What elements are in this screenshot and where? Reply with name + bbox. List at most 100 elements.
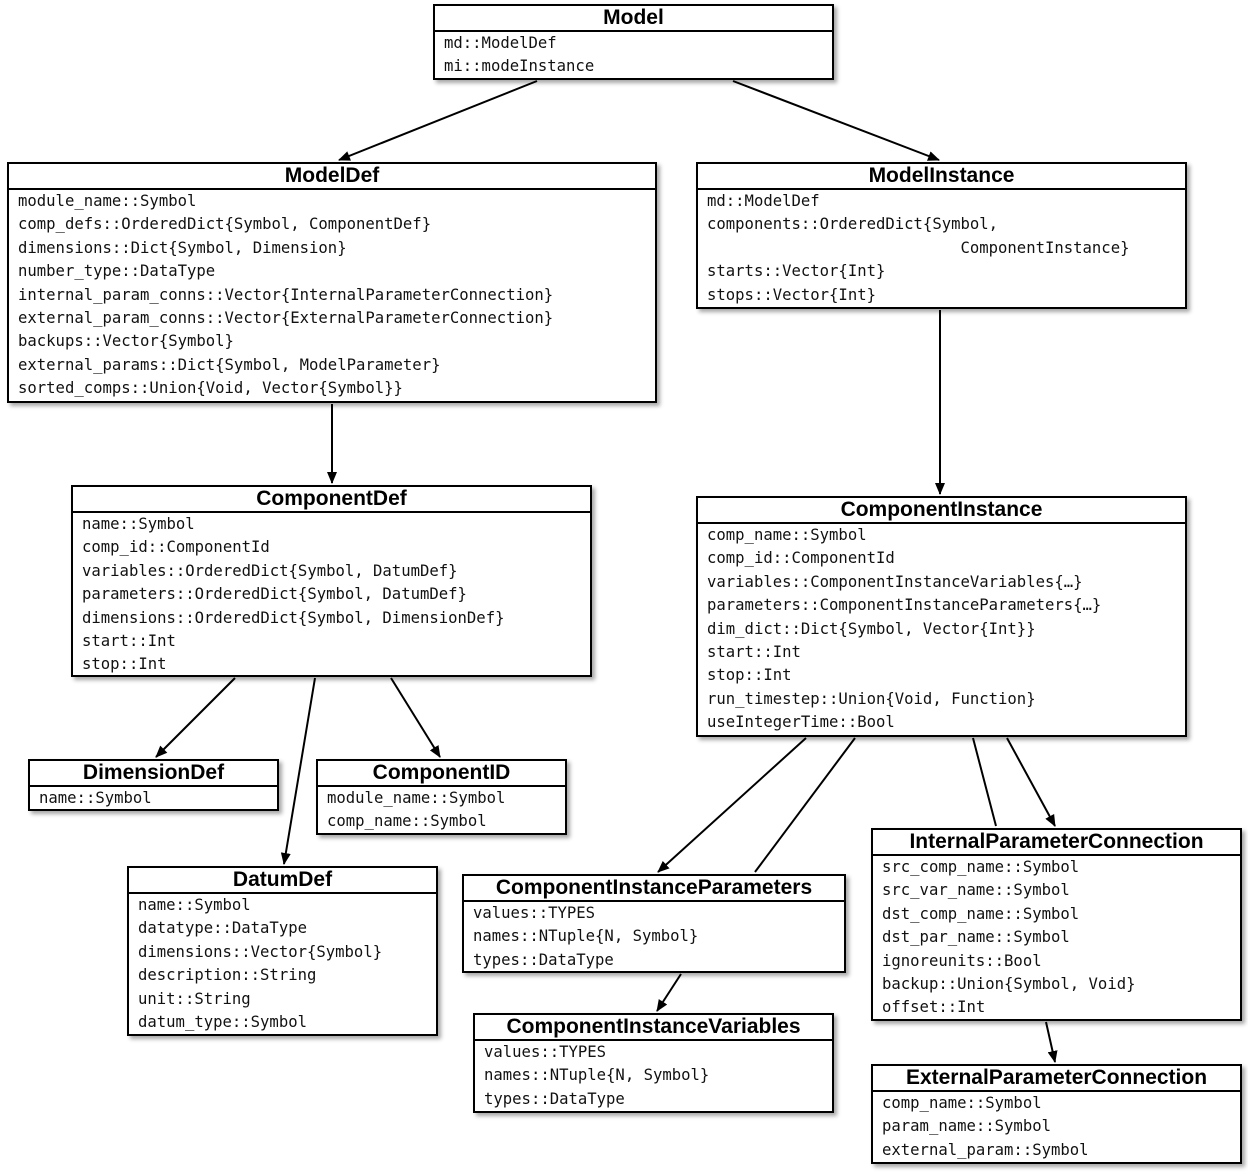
field-row: name::Symbol: [138, 896, 251, 914]
field-row: unit::String: [138, 989, 251, 1008]
field-row: parameters::ComponentInstanceParameters{…: [707, 596, 1102, 615]
edge-componentdef-to-dimensiondef: [155, 677, 236, 758]
edge-model-to-modeldef: [338, 80, 538, 161]
internalparamconn-title: InternalParameterConnection: [873, 830, 1240, 856]
field-row: starts::Vector{Int}: [707, 262, 886, 281]
field-row: comp_name::Symbol: [327, 812, 487, 831]
field-row: ComponentInstance}: [707, 238, 1130, 257]
edge-model-to-modelinstance: [732, 80, 940, 161]
dimensiondef-fields: name::Symbol: [30, 787, 277, 810]
field-row: name::Symbol: [82, 515, 195, 533]
field-row: md::ModelDef: [444, 34, 557, 52]
field-row: stop::Int: [82, 655, 167, 674]
compinstparams-title: ComponentInstanceParameters: [464, 876, 844, 902]
field-row: names::NTuple{N, Symbol}: [484, 1066, 710, 1085]
field-row: variables::OrderedDict{Symbol, DatumDef}: [82, 561, 458, 580]
field-row: md::ModelDef: [707, 192, 820, 210]
field-row: name::Symbol: [39, 789, 152, 807]
field-row: internal_param_conns::Vector{InternalPar…: [18, 285, 554, 304]
field-row: sorted_comps::Union{Void, Vector{Symbol}…: [18, 379, 403, 398]
field-row: dimensions::Dict{Symbol, Dimension}: [18, 238, 347, 257]
field-row: ignoreunits::Bool: [882, 951, 1042, 970]
externalparamconn-title: ExternalParameterConnection: [873, 1066, 1240, 1092]
field-row: datatype::DataType: [138, 919, 307, 938]
edge-componentdef-to-datumdef: [280, 677, 316, 865]
field-row: external_params::Dict{Symbol, ModelParam…: [18, 355, 441, 374]
field-row: number_type::DataType: [18, 262, 216, 281]
field-row: backups::Vector{Symbol}: [18, 332, 234, 351]
field-row: backup::Union{Symbol, Void}: [882, 974, 1136, 993]
model-title: Model: [435, 6, 832, 32]
field-row: types::DataType: [473, 950, 614, 969]
field-row: param_name::Symbol: [882, 1117, 1051, 1136]
field-row: offset::Int: [882, 998, 986, 1017]
field-row: comp_id::ComponentId: [82, 538, 270, 557]
edge-componentinstance-to-compinstparams: [657, 737, 807, 873]
componentinstance-title: ComponentInstance: [698, 498, 1185, 524]
modeldef-title: ModelDef: [9, 164, 655, 190]
field-row: src_var_name::Symbol: [882, 881, 1070, 900]
field-row: parameters::OrderedDict{Symbol, DatumDef…: [82, 585, 467, 604]
edge-componentinstance-to-internalparamconn: [972, 737, 997, 827]
field-row: start::Int: [707, 642, 801, 661]
componentdef-title: ComponentDef: [73, 487, 590, 513]
field-row: values::TYPES: [473, 904, 596, 922]
field-row: module_name::Symbol: [327, 789, 506, 807]
field-row: src_comp_name::Symbol: [882, 858, 1080, 876]
field-row: comp_defs::OrderedDict{Symbol, Component…: [18, 215, 432, 234]
field-row: types::DataType: [484, 1089, 625, 1108]
compinstvars-title: ComponentInstanceVariables: [475, 1015, 832, 1041]
edge-componentinstance-to-internalparamconn: [1006, 737, 1056, 827]
componentid-title: ComponentID: [318, 761, 565, 787]
field-row: dst_par_name::Symbol: [882, 928, 1070, 947]
field-row: comp_id::ComponentId: [707, 549, 895, 568]
field-row: dim_dict::Dict{Symbol, Vector{Int}}: [707, 619, 1036, 638]
field-row: datum_type::Symbol: [138, 1012, 307, 1031]
field-row: description::String: [138, 966, 317, 985]
field-row: module_name::Symbol: [18, 192, 197, 210]
field-row: useIntegerTime::Bool: [707, 713, 895, 732]
edge-componentinstance-to-compinstparams: [754, 737, 856, 873]
datumdef-title: DatumDef: [129, 868, 436, 894]
field-row: external_param_conns::Vector{ExternalPar…: [18, 308, 554, 327]
field-row: dimensions::OrderedDict{Symbol, Dimensio…: [82, 608, 505, 627]
field-row: comp_name::Symbol: [882, 1094, 1042, 1112]
field-row: external_param::Symbol: [882, 1140, 1089, 1159]
field-row: mi::modeInstance: [444, 57, 595, 76]
field-row: values::TYPES: [484, 1043, 607, 1061]
field-row: start::Int: [82, 631, 176, 650]
field-row: dst_comp_name::Symbol: [882, 904, 1080, 923]
field-row: stop::Int: [707, 666, 792, 685]
edge-internalparamconn-to-externalparamconn: [1045, 1021, 1058, 1063]
field-row: stops::Vector{Int}: [707, 285, 876, 304]
modelinstance-title: ModelInstance: [698, 164, 1185, 190]
field-row: run_timestep::Union{Void, Function}: [707, 689, 1036, 708]
edge-compinstparams-to-compinstvars: [656, 973, 682, 1012]
field-row: comp_name::Symbol: [707, 526, 867, 544]
